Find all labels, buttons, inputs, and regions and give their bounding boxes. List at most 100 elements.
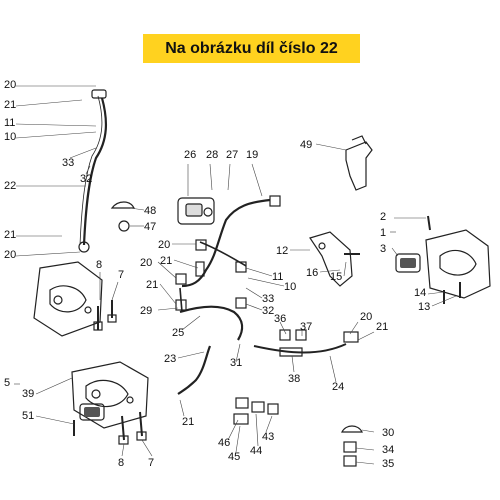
leader-line bbox=[129, 207, 145, 211]
leader-line bbox=[427, 291, 445, 295]
brake-line-upper bbox=[199, 241, 247, 267]
leader-line bbox=[15, 131, 97, 139]
part-number-label: 12 bbox=[276, 245, 288, 257]
leader-line bbox=[141, 439, 153, 457]
leader-lines bbox=[14, 85, 457, 465]
part-number-label: 44 bbox=[250, 445, 262, 457]
bracket-12 bbox=[309, 231, 353, 287]
part-number-label: 21 bbox=[4, 99, 16, 111]
part-number-label: 39 bbox=[22, 388, 34, 400]
leader-line bbox=[15, 123, 97, 127]
part-number-label: 32 bbox=[80, 173, 92, 185]
part-number-label: 20 bbox=[360, 311, 372, 323]
part-number-label: 36 bbox=[274, 313, 286, 325]
leader-line bbox=[159, 283, 177, 305]
leader-line bbox=[35, 415, 75, 425]
leader-line bbox=[69, 147, 97, 159]
part-number-label: 37 bbox=[300, 321, 312, 333]
part-number-label: 7 bbox=[148, 457, 154, 469]
leader-line bbox=[315, 143, 347, 151]
part-number-label: 32 bbox=[262, 305, 274, 317]
part-number-label: 45 bbox=[228, 451, 240, 463]
part-number-label: 28 bbox=[206, 149, 218, 161]
leader-line bbox=[343, 261, 347, 277]
part-number-label: 21 bbox=[146, 279, 158, 291]
part-number-label: 21 bbox=[160, 255, 172, 267]
part-number-label: 8 bbox=[96, 259, 102, 271]
part-number-label: 34 bbox=[382, 444, 394, 456]
brake-line-19 bbox=[181, 198, 271, 288]
part-number-label: 16 bbox=[306, 267, 318, 279]
part-number-label: 11 bbox=[4, 117, 15, 129]
leader-line bbox=[35, 377, 73, 395]
part-number-label: 22 bbox=[4, 180, 16, 192]
part-number-label: 14 bbox=[414, 287, 426, 299]
part-number-label: 24 bbox=[332, 381, 344, 393]
part-number-label: 8 bbox=[118, 457, 124, 469]
part-number-label: 31 bbox=[230, 357, 242, 369]
part-number-label: 33 bbox=[62, 157, 74, 169]
banner-title: Na obrázku díl číslo 22 bbox=[165, 39, 338, 57]
leader-line bbox=[391, 247, 399, 257]
part-number-label: 2 bbox=[380, 211, 386, 223]
part-number-label: 20 bbox=[4, 79, 16, 91]
leader-line bbox=[279, 321, 287, 335]
part-number-label: 10 bbox=[4, 131, 16, 143]
part-number-label: 46 bbox=[218, 437, 230, 449]
leader-line bbox=[177, 351, 205, 359]
brake-pipe-24 bbox=[253, 343, 347, 354]
leader-line bbox=[173, 259, 199, 269]
hose-clip-48 bbox=[110, 201, 135, 209]
leader-line bbox=[355, 447, 375, 451]
bracket-49 bbox=[345, 141, 373, 191]
leader-line bbox=[209, 163, 213, 191]
leader-line bbox=[265, 415, 273, 433]
rear-caliper-left bbox=[71, 361, 149, 429]
brake-line-25 bbox=[179, 305, 244, 341]
part-number-label: 20 bbox=[140, 257, 152, 269]
leader-line bbox=[121, 443, 125, 457]
leader-line bbox=[15, 251, 81, 257]
leader-line bbox=[15, 99, 83, 107]
leader-line bbox=[319, 269, 341, 273]
part-number-label: 29 bbox=[140, 305, 152, 317]
leader-line bbox=[355, 461, 375, 465]
leader-line bbox=[227, 419, 239, 441]
part-number-label: 13 bbox=[418, 301, 430, 313]
leader-line bbox=[235, 343, 241, 363]
part-number-label: 1 bbox=[380, 227, 386, 239]
leader-line bbox=[291, 355, 295, 373]
brake-parts-drawing bbox=[33, 89, 491, 467]
leader-line bbox=[361, 429, 375, 433]
brake-pad-right bbox=[395, 253, 421, 273]
leader-line bbox=[329, 355, 337, 383]
part-number-label: 47 bbox=[144, 221, 156, 233]
leader-line bbox=[157, 261, 177, 279]
leader-line bbox=[111, 281, 119, 301]
leader-line bbox=[357, 331, 375, 341]
leader-line bbox=[181, 315, 201, 331]
part-number-label: 15 bbox=[330, 271, 342, 283]
part-number-label: 30 bbox=[382, 427, 394, 439]
part-number-label: 21 bbox=[376, 321, 388, 333]
part-number-label: 26 bbox=[184, 149, 196, 161]
title-banner: Na obrázku díl číslo 22 bbox=[143, 34, 360, 63]
leader-line bbox=[247, 277, 285, 287]
front-bracket-left bbox=[33, 261, 103, 337]
part-number-label: 21 bbox=[182, 416, 194, 428]
part-number-label: 33 bbox=[262, 293, 274, 305]
part-number-label: 27 bbox=[226, 149, 238, 161]
part-number-label: 19 bbox=[246, 149, 258, 161]
brake-pad bbox=[79, 403, 105, 421]
leader-line bbox=[157, 307, 179, 311]
part-number-label: 20 bbox=[158, 239, 170, 251]
part-number-label: 20 bbox=[4, 249, 16, 261]
leader-line bbox=[227, 163, 231, 191]
part-number-label: 25 bbox=[172, 327, 184, 339]
part-number-label: 48 bbox=[144, 205, 156, 217]
leader-line bbox=[251, 163, 263, 197]
front-caliper-right bbox=[425, 229, 491, 299]
banjo-fitting bbox=[91, 89, 107, 99]
